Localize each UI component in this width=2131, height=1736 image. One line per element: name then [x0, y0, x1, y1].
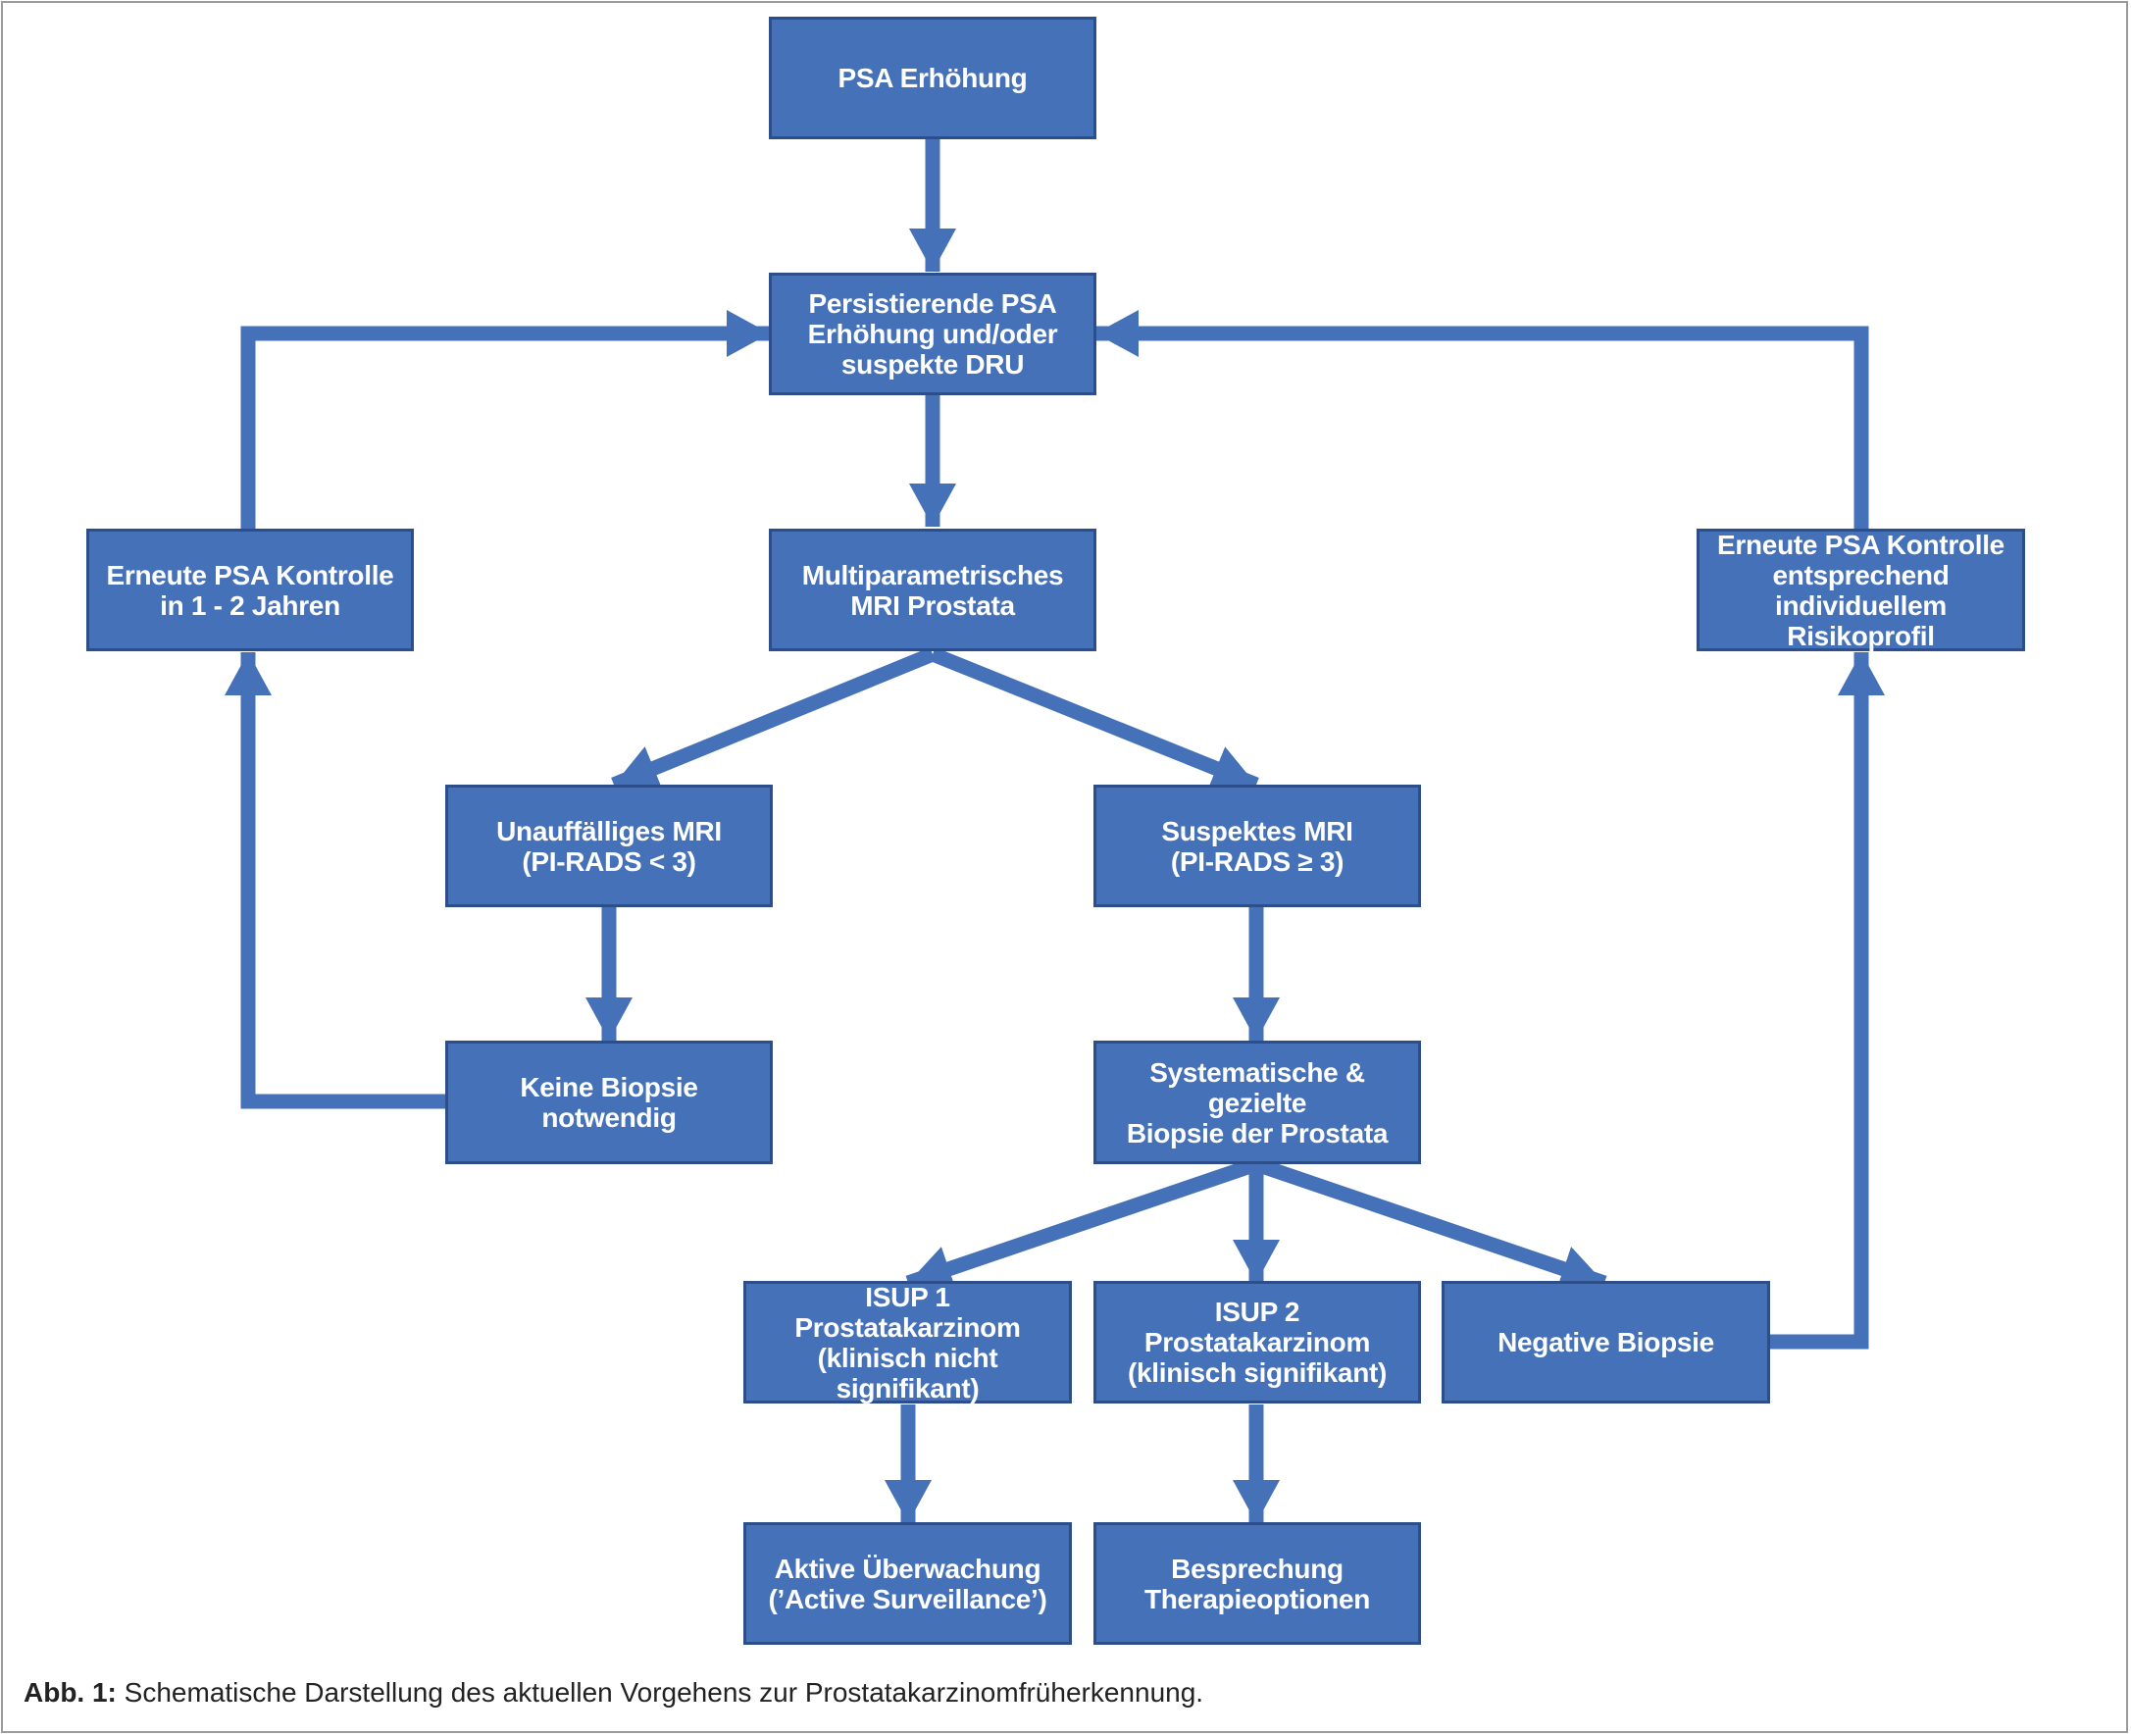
- box-persistierende-psa: Persistierende PSA Erhöhung und/oder sus…: [769, 273, 1096, 395]
- box-psa-kontrolle-right: Erneute PSA Kontrolle entsprechend indiv…: [1697, 529, 2025, 651]
- box-suspektes-mri: Suspektes MRI (PI-RADS ≥ 3): [1093, 785, 1421, 907]
- box-aktive-ueberwachung: Aktive Überwachung (’Active Surveillance…: [743, 1522, 1072, 1645]
- box-besprechung: Besprechung Therapieoptionen: [1093, 1522, 1421, 1645]
- arrow-biopsie-to-negative: [1253, 1156, 1607, 1292]
- arrow-mri-to-unauffaellig: [611, 647, 936, 791]
- box-psa-kontrolle-left: Erneute PSA Kontrolle in 1 - 2 Jahren: [86, 529, 414, 651]
- box-negative-biopsie: Negative Biopsie: [1442, 1281, 1770, 1404]
- box-isup2: ISUP 2 Prostatakarzinom (klinisch signif…: [1093, 1281, 1421, 1404]
- arrow-keine-biopsie-to-kontrolle-left: [225, 652, 447, 1109]
- box-unauffaelliges-mri: Unauffälliges MRI (PI-RADS < 3): [445, 785, 773, 907]
- box-psa-erhoehung: PSA Erhöhung: [769, 17, 1096, 139]
- arrow-negative-to-kontrolle-right: [1768, 652, 1885, 1350]
- arrow-biopsie-to-isup1: [905, 1156, 1259, 1292]
- box-keine-biopsie: Keine Biopsie notwendig: [445, 1041, 773, 1164]
- box-systematische-biopsie: Systematische & gezielte Biopsie der Pro…: [1093, 1041, 1421, 1164]
- arrow-kontrolle-right-to-persistierend: [1095, 310, 1869, 530]
- arrow-mri-to-suspekt: [930, 647, 1259, 791]
- figure-caption: Abb. 1: Schematische Darstellung des akt…: [24, 1677, 1203, 1709]
- box-mri-prostata: Multiparametrisches MRI Prostata: [769, 529, 1096, 651]
- arrow-kontrolle-left-to-persistierend: [240, 310, 770, 530]
- caption-text: Schematische Darstellung des aktuellen V…: [116, 1677, 1204, 1708]
- caption-label: Abb. 1:: [24, 1677, 117, 1708]
- box-isup1: ISUP 1 Prostatakarzinom (klinisch nicht …: [743, 1281, 1072, 1404]
